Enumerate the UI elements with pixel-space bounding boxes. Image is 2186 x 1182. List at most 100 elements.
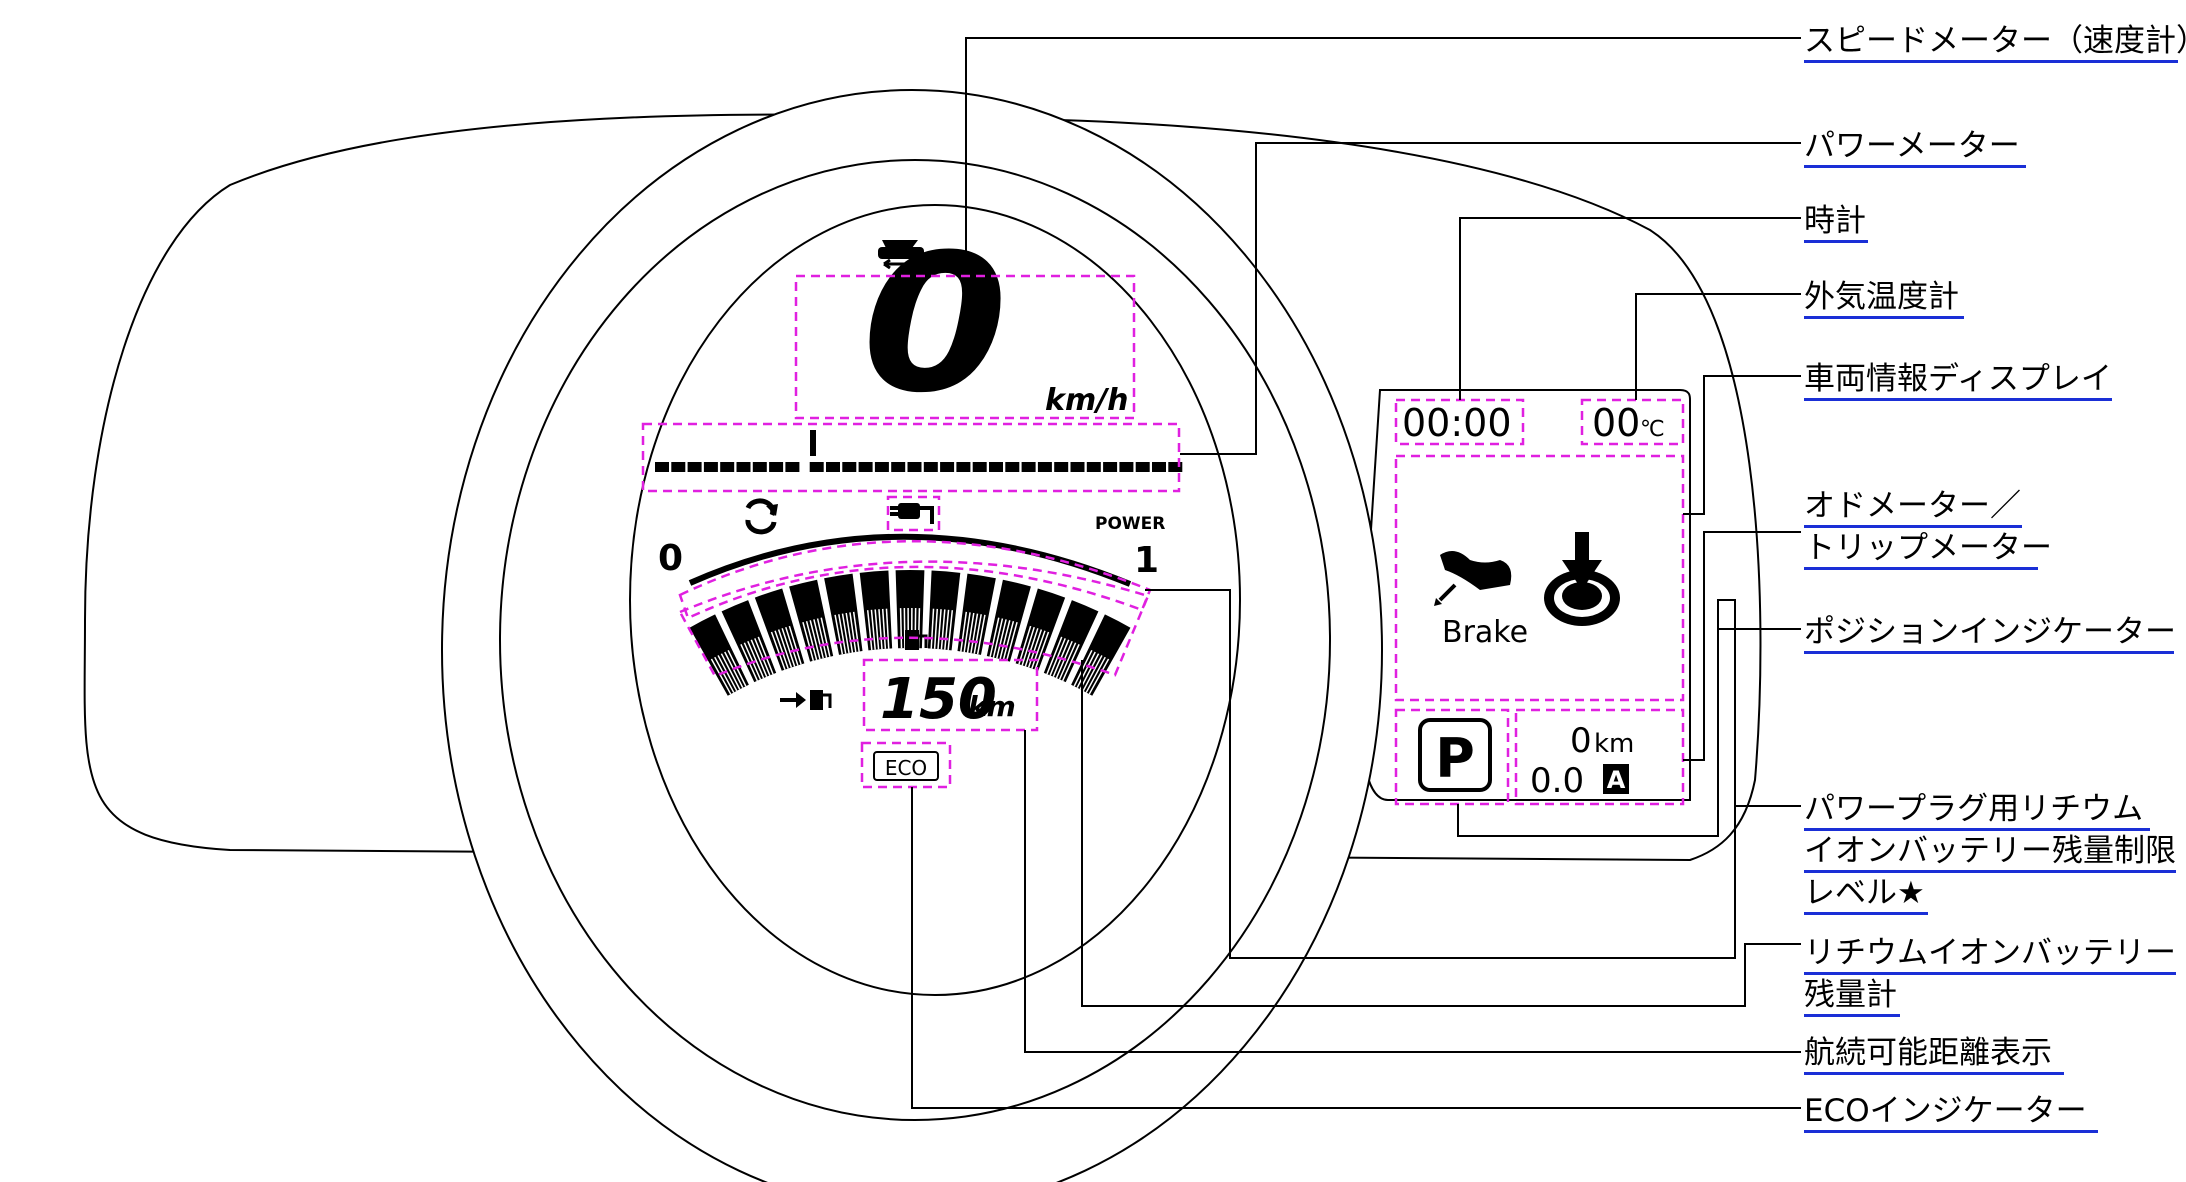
brake-pedal-icon xyxy=(1434,551,1512,606)
power-bar-segment xyxy=(736,462,751,472)
power-meter-box xyxy=(641,422,1181,493)
power-scale-end: 1 xyxy=(1134,540,1159,581)
battery-gauge-hatch xyxy=(788,625,802,665)
callout-underline xyxy=(1804,912,1928,915)
battery-gauge-hatch xyxy=(870,609,876,650)
shift-position-frame xyxy=(1418,718,1492,792)
power-bar-segment xyxy=(1086,462,1101,472)
battery-gauge-hatch xyxy=(802,621,815,661)
power-bar-segment xyxy=(769,462,784,472)
callout-underline xyxy=(1804,1072,2064,1075)
battery-gauge-hatch xyxy=(1076,651,1096,689)
regen-icon xyxy=(745,498,778,535)
range-value: 150 xyxy=(880,667,997,732)
callout-odo-trip-text-1: オドメーター／ xyxy=(1804,488,2021,524)
callout-power-meter-text: パワーメーター xyxy=(1804,128,2020,164)
callout-underline xyxy=(1804,1130,2098,1133)
battery-gauge-segment xyxy=(1071,614,1131,696)
brake-label: Brake xyxy=(1442,615,1528,650)
callout-underline xyxy=(1804,828,2150,831)
battery-gauge-segment xyxy=(895,570,925,649)
battery-gauge-hatch xyxy=(774,630,789,669)
power-bar-segment xyxy=(1152,462,1166,472)
arrow-fuel-icon xyxy=(780,690,832,710)
callout-plug-battery-limit-text-1: パワープラグ用リチウム xyxy=(1804,791,2144,827)
battery-gauge-hatch xyxy=(930,608,935,649)
trip-label: A xyxy=(1607,766,1626,794)
eco-box xyxy=(860,741,952,789)
battery-gauge-hatch xyxy=(834,614,844,655)
callout-underline xyxy=(1804,165,2026,168)
callout-outside-temp-text: 外気温度計 xyxy=(1804,279,1959,315)
power-bar-segment xyxy=(1135,462,1150,472)
callout-position-indicator-text: ポジションインジケーター xyxy=(1804,614,2176,650)
annotation-boxes xyxy=(641,274,1685,806)
power-bar-segment xyxy=(752,462,767,472)
power-bar-segment xyxy=(1037,462,1052,472)
power-title: POWER xyxy=(1095,514,1165,534)
battery-gauge-hatch xyxy=(1024,628,1039,667)
battery-gauge-segment xyxy=(1043,600,1099,683)
battery-gauge-hatch xyxy=(944,609,950,650)
power-bar-segment xyxy=(972,462,987,472)
eco-badge xyxy=(873,751,939,781)
battery-gauge-hatch xyxy=(845,612,854,653)
clock-value: 00:00 xyxy=(1402,401,1512,445)
battery-gauge-hatch xyxy=(973,614,982,654)
plug-icon xyxy=(890,503,934,524)
power-bar-segment xyxy=(842,462,857,472)
battery-gauge-hatch xyxy=(899,608,903,649)
power-bar-segment xyxy=(1005,462,1020,472)
car-icon xyxy=(878,240,929,270)
battery-gauge-hatch xyxy=(1018,625,1032,665)
callout-speedometer-text: スピードメーター（速度計） xyxy=(1804,23,2186,59)
power-bar-segment xyxy=(703,462,718,472)
odometer-value: 0 xyxy=(1570,721,1592,761)
callout-plug-battery-limit-text-2: イオンバッテリー残量制限 xyxy=(1804,833,2176,869)
callout-underline xyxy=(1804,1014,1900,1017)
odo-trip-box xyxy=(1514,708,1685,806)
callout-underline xyxy=(1804,316,1964,319)
power-bar-segment xyxy=(1119,462,1134,472)
battery-gauge-hatch xyxy=(816,618,828,658)
eco-text: ECO xyxy=(885,756,927,780)
power-bar-segment xyxy=(671,462,686,472)
callout-underline xyxy=(1804,870,2176,873)
power-bar-segment xyxy=(1021,462,1036,472)
battery-gauge-hatch xyxy=(820,617,831,657)
power-bar-segment xyxy=(1070,462,1085,472)
leader-lines xyxy=(911,37,1801,1109)
battery-gauge-hatch xyxy=(1079,653,1100,690)
callout-range-text: 航続可能距離表示 xyxy=(1804,1035,2052,1071)
battery-gauge-segment xyxy=(1015,588,1066,671)
battery-gauge-hatch xyxy=(933,608,939,649)
power-bar-segment xyxy=(785,462,800,472)
battery-gauge-hatch xyxy=(1085,656,1106,693)
battery-gauge-hatch xyxy=(1002,621,1015,661)
callout-underline xyxy=(1804,240,1868,243)
battery-gauge-hatch xyxy=(885,608,890,649)
power-bar-segment xyxy=(940,462,955,472)
battery-gauge-hatch xyxy=(1061,643,1080,682)
battery-gauge-hatch xyxy=(960,611,968,652)
battery-gauge-hatch xyxy=(1021,626,1035,666)
battery-gauge-hatch xyxy=(866,610,873,651)
battery-gauge-hatch xyxy=(785,626,799,666)
callout-underline xyxy=(1804,651,2174,654)
shift-button-icon xyxy=(1544,532,1620,626)
battery-gauge-hatch xyxy=(770,631,786,670)
battery-gauge-hatch xyxy=(1046,636,1063,675)
trip-value: 0.0 xyxy=(1530,761,1584,801)
battery-gauge-hatch xyxy=(947,610,954,651)
battery-gauge-hatch xyxy=(757,636,774,675)
battery-gauge-hatch xyxy=(937,609,942,650)
battery-gauge-hatch xyxy=(999,620,1011,660)
callout-vehicle-info-text: 車両情報ディスプレイ xyxy=(1804,361,2112,397)
temperature-value: 00 xyxy=(1592,401,1640,445)
range-unit: km xyxy=(968,690,1016,723)
power-bar-segment xyxy=(1103,462,1118,472)
speed-unit: km/h xyxy=(1045,383,1129,418)
battery-gauge-hatch xyxy=(720,653,741,690)
battery-gauge-hatch xyxy=(1031,630,1046,669)
battery-gauge-segment xyxy=(721,600,777,683)
